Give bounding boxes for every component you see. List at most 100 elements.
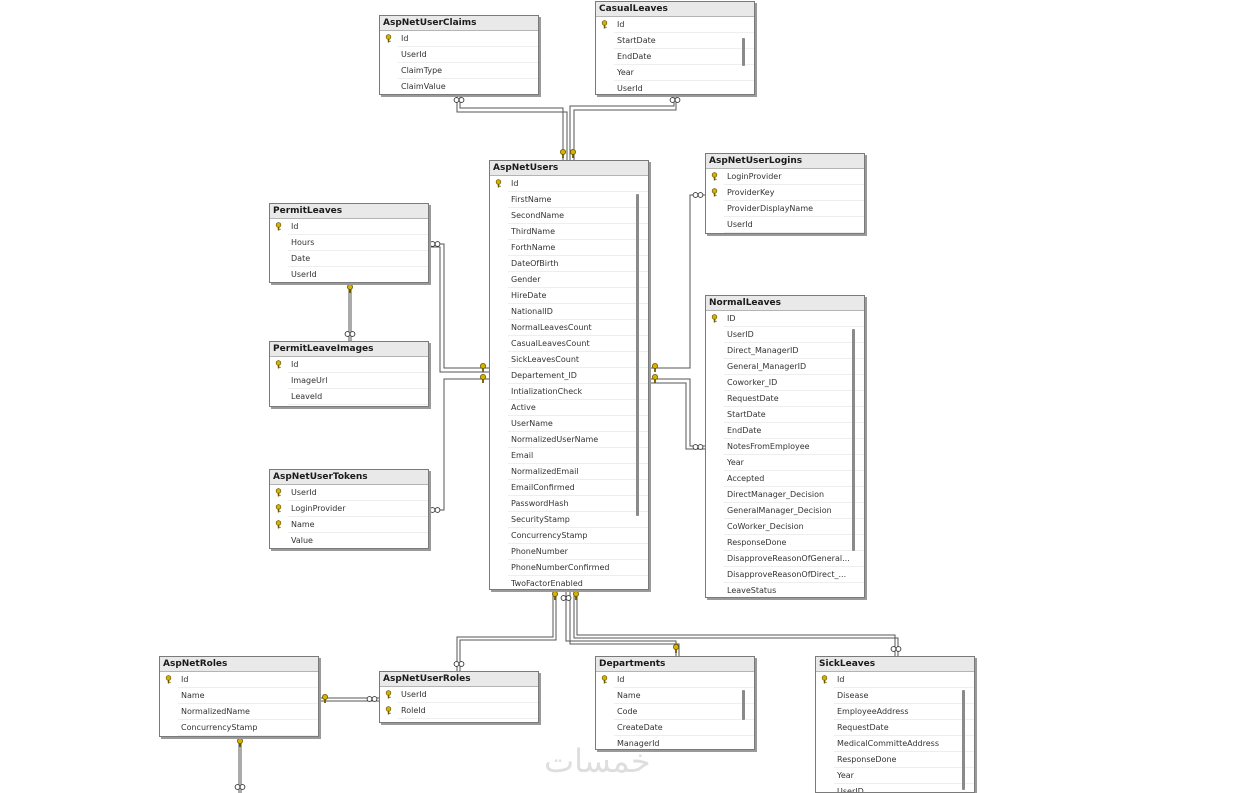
column-row[interactable]: RoleId xyxy=(380,703,538,719)
column-row[interactable]: Id xyxy=(270,219,428,235)
table-title[interactable]: AspNetUserTokens xyxy=(270,470,428,485)
column-row[interactable]: ConcurrencyStamp xyxy=(490,528,648,544)
column-row[interactable]: NormalizedEmail xyxy=(490,464,648,480)
column-row[interactable]: Accepted xyxy=(706,471,864,487)
column-row[interactable]: ForthName xyxy=(490,240,648,256)
column-row[interactable]: ResponseDone xyxy=(816,752,974,768)
column-row[interactable]: LoginProvider xyxy=(270,501,428,517)
column-row[interactable]: ThirdName xyxy=(490,224,648,240)
table-title[interactable]: NormalLeaves xyxy=(706,296,864,311)
table-scrollbar[interactable] xyxy=(962,690,965,790)
column-row[interactable]: Coworker_ID xyxy=(706,375,864,391)
column-row[interactable]: Year xyxy=(816,768,974,784)
table-title[interactable]: AspNetRoles xyxy=(160,657,318,672)
column-row[interactable]: UserID xyxy=(816,784,974,792)
column-row[interactable]: Id xyxy=(380,31,538,47)
column-row[interactable]: Id xyxy=(596,17,754,33)
column-row[interactable]: NormalLeavesCount xyxy=(490,320,648,336)
column-row[interactable]: Name xyxy=(270,517,428,533)
column-row[interactable]: ConcurrencyStamp xyxy=(160,720,318,736)
table-title[interactable]: AspNetUserRoles xyxy=(380,672,538,687)
table-scrollbar[interactable] xyxy=(636,194,639,516)
column-row[interactable]: Id xyxy=(160,672,318,688)
column-row[interactable]: EndDate xyxy=(706,423,864,439)
column-row[interactable]: LoginProvider xyxy=(706,169,864,185)
column-row[interactable]: UserId xyxy=(706,217,864,233)
column-row[interactable]: Hours xyxy=(270,235,428,251)
table-title[interactable]: CasualLeaves xyxy=(596,2,754,17)
column-row[interactable]: EmployeeAddress xyxy=(816,704,974,720)
column-row[interactable]: Email xyxy=(490,448,648,464)
column-row[interactable]: PhoneNumberConfirmed xyxy=(490,560,648,576)
column-row[interactable]: SecondName xyxy=(490,208,648,224)
column-row[interactable]: MedicalCommitteAddress xyxy=(816,736,974,752)
column-row[interactable]: General_ManagerID xyxy=(706,359,864,375)
column-row[interactable]: SecurityStamp xyxy=(490,512,648,528)
table-title[interactable]: PermitLeaves xyxy=(270,204,428,219)
column-row[interactable]: Date xyxy=(270,251,428,267)
table-title[interactable]: SickLeaves xyxy=(816,657,974,672)
column-row[interactable]: ClaimType xyxy=(380,63,538,79)
column-row[interactable]: Name xyxy=(160,688,318,704)
column-row[interactable]: UserId xyxy=(270,485,428,501)
column-row[interactable]: Direct_ManagerID xyxy=(706,343,864,359)
column-row[interactable]: GeneralManager_Decision xyxy=(706,503,864,519)
column-row[interactable]: NationalID xyxy=(490,304,648,320)
table-title[interactable]: AspNetUsers xyxy=(490,161,648,176)
column-row[interactable]: Active xyxy=(490,400,648,416)
table-title[interactable]: Departments xyxy=(596,657,754,672)
column-row[interactable]: LeaveId xyxy=(270,389,428,405)
column-row[interactable]: IntializationCheck xyxy=(490,384,648,400)
column-row[interactable]: SickLeavesCount xyxy=(490,352,648,368)
column-row[interactable]: ProviderKey xyxy=(706,185,864,201)
column-row[interactable]: Disease xyxy=(816,688,974,704)
column-row[interactable]: ResponseDone xyxy=(706,535,864,551)
column-row[interactable]: UserId xyxy=(270,267,428,282)
column-row[interactable]: EmailConfirmed xyxy=(490,480,648,496)
column-row[interactable]: Name xyxy=(596,688,754,704)
column-row[interactable]: CoWorker_Decision xyxy=(706,519,864,535)
column-row[interactable]: Departement_ID xyxy=(490,368,648,384)
column-row[interactable]: RequestDate xyxy=(816,720,974,736)
column-row[interactable]: Value xyxy=(270,533,428,548)
column-row[interactable]: ClaimValue xyxy=(380,79,538,94)
column-row[interactable]: Code xyxy=(596,704,754,720)
table-title[interactable]: AspNetUserClaims xyxy=(380,16,538,31)
table-scrollbar[interactable] xyxy=(852,329,855,551)
column-row[interactable]: PasswordHash xyxy=(490,496,648,512)
column-row[interactable]: CasualLeavesCount xyxy=(490,336,648,352)
column-row[interactable]: HireDate xyxy=(490,288,648,304)
column-row[interactable]: UserID xyxy=(706,327,864,343)
column-row[interactable]: RequestDate xyxy=(706,391,864,407)
column-row[interactable]: Id xyxy=(596,672,754,688)
column-row[interactable]: DirectManager_Decision xyxy=(706,487,864,503)
column-row[interactable]: StartDate xyxy=(706,407,864,423)
column-row[interactable]: Year xyxy=(596,65,754,81)
column-row[interactable]: UserId xyxy=(380,687,538,703)
column-row[interactable]: TwoFactorEnabled xyxy=(490,576,648,589)
column-row[interactable]: Gender xyxy=(490,272,648,288)
column-row[interactable]: UserId xyxy=(596,81,754,94)
column-row[interactable]: ImageUrl xyxy=(270,373,428,389)
column-row[interactable]: StartDate xyxy=(596,33,754,49)
column-row[interactable]: ManagerId xyxy=(596,736,754,749)
column-row[interactable]: Year xyxy=(706,455,864,471)
table-scrollbar[interactable] xyxy=(742,38,745,66)
column-row[interactable]: CreateDate xyxy=(596,720,754,736)
column-row[interactable]: DateOfBirth xyxy=(490,256,648,272)
column-row[interactable]: DisapproveReasonOfDirect_... xyxy=(706,567,864,583)
column-row[interactable]: LeaveStatus xyxy=(706,583,864,597)
column-row[interactable]: PhoneNumber xyxy=(490,544,648,560)
column-row[interactable]: Id xyxy=(816,672,974,688)
column-row[interactable]: UserId xyxy=(380,47,538,63)
